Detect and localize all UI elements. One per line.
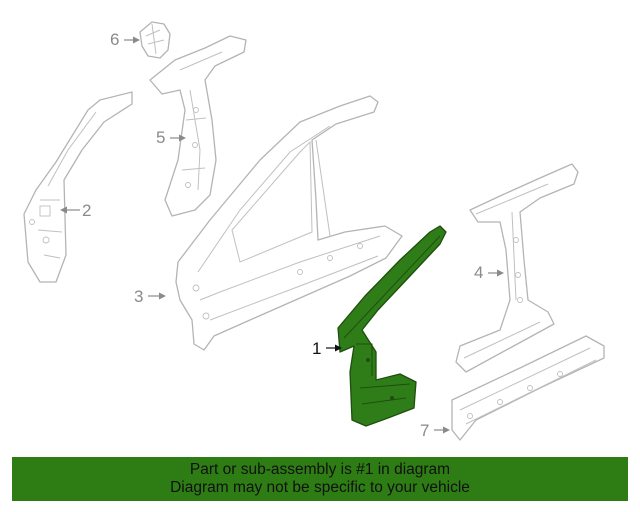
part-4-rear-pillar[interactable] — [455, 163, 579, 373]
part-7-rocker-sill[interactable] — [451, 335, 605, 441]
part-6-bracket[interactable] — [139, 21, 171, 59]
part-5-b-pillar-inner[interactable] — [149, 35, 247, 217]
callout-5[interactable]: 5 — [156, 128, 186, 147]
callout-6-label: 6 — [110, 30, 119, 49]
info-banner: Part or sub-assembly is #1 in diagram Di… — [12, 457, 628, 501]
callout-6[interactable]: 6 — [110, 30, 140, 49]
parts-diagram: 6 5 2 3 4 1 7 — [23, 21, 605, 441]
callout-7[interactable]: 7 — [420, 421, 450, 440]
callout-4[interactable]: 4 — [474, 263, 504, 282]
banner-line-2: Diagram may not be specific to your vehi… — [170, 479, 470, 496]
callout-2[interactable]: 2 — [60, 201, 91, 220]
callout-4-label: 4 — [474, 263, 483, 282]
callout-1-label: 1 — [312, 339, 321, 358]
part-1-highlighted-pillar[interactable] — [337, 225, 447, 427]
callout-1[interactable]: 1 — [312, 339, 342, 358]
callout-3[interactable]: 3 — [134, 287, 166, 306]
banner-line-1: Part or sub-assembly is #1 in diagram — [189, 461, 451, 478]
callout-3-label: 3 — [134, 287, 143, 306]
part-2-hinge-pillar[interactable] — [23, 91, 133, 283]
callout-7-label: 7 — [420, 421, 429, 440]
callout-2-label: 2 — [82, 201, 91, 220]
callout-5-label: 5 — [156, 128, 165, 147]
part-3-body-side-outer[interactable] — [175, 95, 403, 351]
